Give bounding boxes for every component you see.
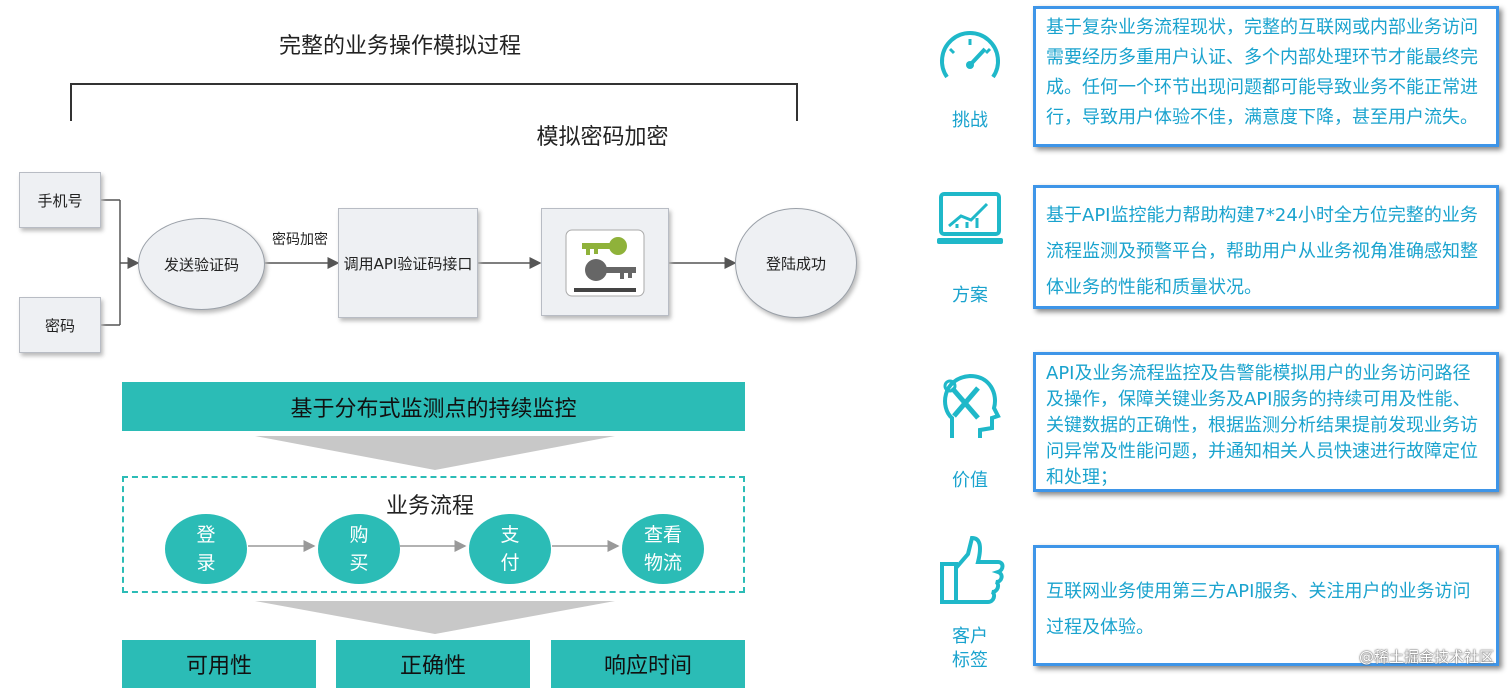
key-icon (565, 229, 645, 297)
flow-step-login: 登 录 (165, 514, 247, 584)
panel-label-solution: 方案 (952, 285, 988, 306)
monitor-bar-label: 基于分布式监测点的持续监控 (290, 396, 577, 422)
password-input-box: 密码 (19, 297, 101, 353)
send-code-label: 发送验证码 (163, 255, 239, 274)
monitor-bar: 基于分布式监测点的持续监控 (122, 382, 745, 431)
flow-connectors (100, 199, 737, 634)
diagram-title: 完整的业务操作模拟过程 (278, 34, 521, 59)
metric-availability: 可用性 (122, 640, 316, 688)
panel-box-challenge: 基于复杂业务流程现状，完整的互联网或内部业务访问需要经历多重用户认证、多个内部处… (1033, 6, 1499, 147)
call-api-node: 调用API验证码接口 (338, 208, 478, 318)
panel-box-customer-tag: 互联网业务使用第三方API服务、关注用户的业务访问过程及体验。 (1033, 545, 1499, 666)
encrypt-arrow-label: 密码加密 (272, 232, 328, 248)
flow-step-buy: 购 买 (318, 514, 400, 584)
metric-correctness: 正确性 (336, 640, 530, 688)
metric-response-time: 响应时间 (551, 640, 745, 688)
flow-step-label: 登 录 (196, 524, 216, 574)
panel-box-solution: 基于API监控能力帮助构建7*24小时全方位完整的业务流程监测及预警平台，帮助用… (1033, 185, 1499, 309)
login-success-label: 登陆成功 (765, 254, 826, 273)
monitor-chart-icon (937, 192, 1003, 244)
flow-step-logistics: 查看 物流 (622, 514, 704, 584)
panel-label-challenge: 挑战 (952, 110, 988, 131)
metric-label: 响应时间 (603, 654, 692, 679)
speedometer-icon (940, 31, 1000, 79)
phone-label: 手机号 (37, 191, 83, 210)
flow-step-label: 查看 物流 (643, 524, 682, 574)
process-bracket (70, 83, 798, 121)
watermark: @稀土掘金技术社区 (1358, 648, 1494, 666)
business-flow-frame (122, 476, 745, 593)
login-success-node: 登陆成功 (735, 208, 857, 318)
panel-text: 互联网业务使用第三方API服务、关注用户的业务访问过程及体验。 (1046, 581, 1471, 638)
send-code-node: 发送验证码 (138, 218, 265, 310)
key-node (541, 208, 669, 316)
flow-step-label: 购 买 (349, 524, 369, 574)
metric-label: 正确性 (399, 654, 466, 679)
flow-title: 业务流程 (385, 494, 474, 519)
panel-text: 基于API监控能力帮助构建7*24小时全方位完整的业务流程监测及预警平台，帮助用… (1046, 205, 1478, 298)
password-label: 密码 (44, 316, 75, 335)
panel-label-customer-tag: 客户 标签 (952, 626, 988, 671)
metric-label: 可用性 (185, 654, 252, 679)
panel-text: API及业务流程监控及告警能模拟用户的业务访问路径及操作，保障关键业务及API服… (1046, 363, 1478, 488)
flow-step-label: 支 付 (500, 524, 520, 574)
thumbs-up-icon (940, 535, 1005, 604)
panel-text: 基于复杂业务流程现状，完整的互联网或内部业务访问需要经历多重用户认证、多个内部处… (1046, 17, 1478, 128)
head-tools-icon (943, 373, 1001, 438)
panel-label-value: 价值 (952, 470, 988, 491)
phone-input-box: 手机号 (19, 172, 101, 228)
flow-step-pay: 支 付 (469, 514, 551, 584)
simulate-encrypt-label: 模拟密码加密 (536, 125, 669, 150)
panel-box-value: API及业务流程监控及告警能模拟用户的业务访问路径及操作，保障关键业务及API服… (1033, 352, 1499, 492)
call-api-label: 调用API验证码接口 (343, 254, 473, 273)
